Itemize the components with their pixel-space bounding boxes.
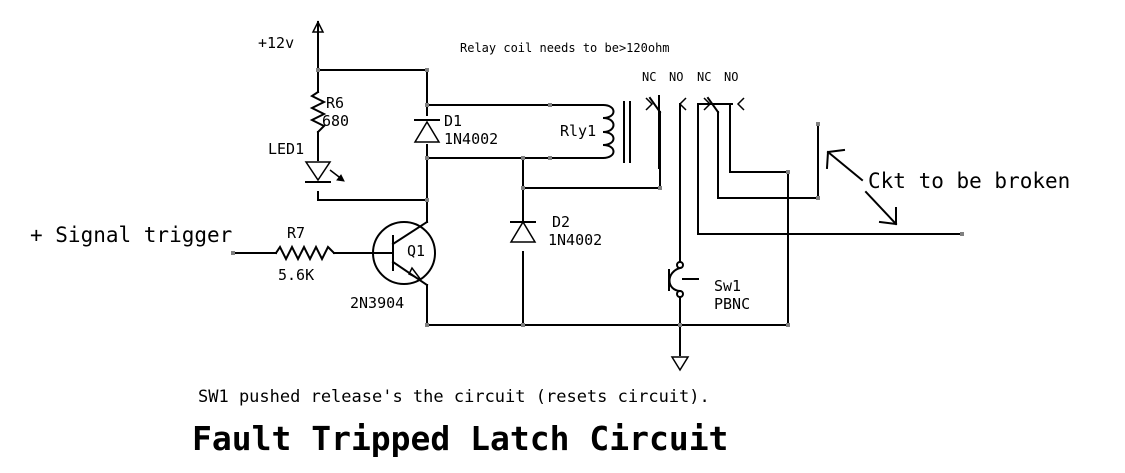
diagram-title: Fault Tripped Latch Circuit [192, 419, 728, 458]
switch-sw1-symbol [668, 261, 699, 298]
r7-ref: R7 [287, 224, 305, 242]
wires [232, 29, 963, 356]
diode-d2-symbol [509, 220, 537, 243]
supply-label: +12v [258, 34, 294, 52]
led-symbol [304, 161, 345, 183]
diode-d1-symbol [413, 119, 441, 143]
d2-part: 1N4002 [548, 231, 602, 249]
bottom-note: SW1 pushed release's the circuit (resets… [198, 387, 710, 407]
note-relay-coil: Relay coil needs to be>120ohm [460, 41, 670, 55]
relay-coil [601, 101, 631, 163]
r6-value: 680 [322, 112, 349, 130]
junction-dots [231, 68, 964, 327]
contact-nc2: NC [697, 70, 711, 84]
ckt-label: Ckt to be broken [868, 169, 1070, 193]
led-ref: LED1 [268, 140, 304, 158]
contact-no1: NO [669, 70, 683, 84]
transistor-q1-symbol [372, 220, 436, 287]
signal-trigger-label: + Signal trigger [30, 223, 232, 247]
contact-nc1: NC [642, 70, 656, 84]
resistor-r6 [309, 90, 327, 134]
supply-arrow [311, 20, 325, 33]
d1-ref: D1 [444, 112, 462, 130]
ground-arrow [670, 356, 690, 372]
contact-no2: NO [724, 70, 738, 84]
q1-ref: Q1 [407, 242, 425, 260]
ckt-arrows [825, 148, 898, 226]
r6-ref: R6 [326, 94, 344, 112]
d2-ref: D2 [552, 213, 570, 231]
sw1-ref: Sw1 [714, 277, 741, 295]
d1-part: 1N4002 [444, 130, 498, 148]
q1-part: 2N3904 [350, 294, 404, 312]
sw1-type: PBNC [714, 295, 750, 313]
relay-ref: Rly1 [560, 122, 596, 140]
relay-contacts [645, 95, 745, 169]
resistor-r7 [274, 244, 336, 262]
r7-value: 5.6K [278, 266, 314, 284]
